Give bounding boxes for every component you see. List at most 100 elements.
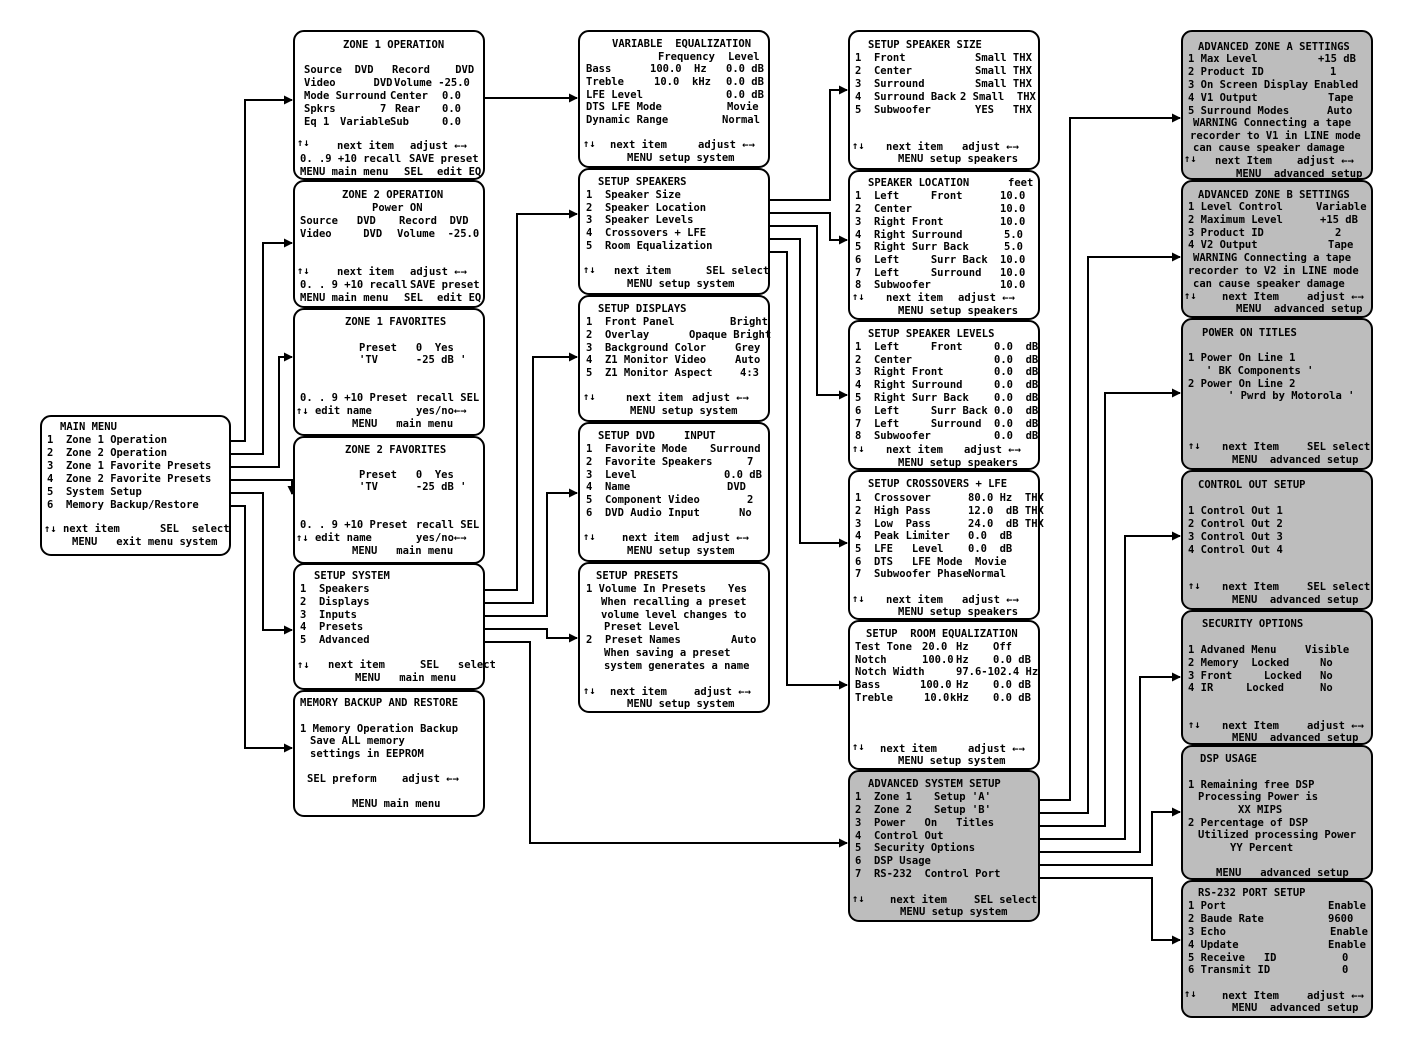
rs232-port-text: RS-232 PORT SETUP (1198, 887, 1306, 899)
power-on-titles-text: MENU advanced setup (1232, 454, 1359, 466)
rs232-port-text: 6 Transmit ID (1188, 964, 1271, 976)
connector-main-to-memory (230, 505, 293, 753)
zone1-operation-text: Record DVD (392, 64, 475, 76)
memory-backup-panel (293, 690, 485, 817)
setup-displays-text: next item (626, 392, 683, 404)
main-menu-text: 6 Memory Backup/Restore (47, 499, 199, 511)
zone1-operation-text: Variable (340, 116, 391, 128)
zone2-operation-text: MENU main menu (300, 292, 389, 304)
zone1-favorites-text: yes/no←→ (416, 405, 467, 417)
crossovers-lfe-text: next item (886, 594, 943, 606)
security-options-text: Locked (1246, 682, 1284, 694)
memory-backup-text: settings in EEPROM (310, 748, 424, 760)
variable-eq-text: Dynamic Range (586, 114, 669, 126)
advanced-system-setup-text: Setup 'B' (934, 804, 991, 816)
speaker-size-text: Small THX (975, 65, 1032, 77)
zone1-operation-text: Spkrs (304, 103, 336, 115)
rs232-port-text: 1 Port (1188, 900, 1226, 912)
advanced-system-setup-text: 7 RS-232 Control Port (855, 868, 1001, 880)
security-options-text: SECURITY OPTIONS (1202, 618, 1304, 630)
setup-system-text: 1 Speakers (300, 583, 370, 595)
variable-eq-text: Treble (586, 76, 624, 88)
zone2-operation-text: Video DVD (300, 228, 383, 240)
main-menu-text: 1 Zone 1 Operation (47, 434, 168, 446)
speaker-levels-text: 4 Right Surround (855, 379, 963, 391)
connector-speakers-to-levels (770, 225, 848, 400)
speaker-size-text: 3 Surround (855, 78, 925, 90)
variable-eq-text: 0.0 dB (726, 89, 764, 101)
room-eq-text: adjust ←→ (968, 743, 1025, 755)
zone1-operation-text: 0.0 (442, 103, 461, 115)
setup-dvd-input-text: 2 Favorite Speakers (586, 456, 713, 468)
speaker-location-text: next item (886, 292, 943, 304)
adv-zone-a-text: next Item (1215, 155, 1272, 167)
setup-dvd-input-text: INPUT (684, 430, 716, 442)
adv-zone-a-text: ↑↓ (1184, 153, 1197, 165)
adv-zone-a-text: ADVANCED ZONE A SETTINGS (1198, 41, 1350, 53)
dsp-usage-text: 1 Remaining free DSP (1188, 779, 1315, 791)
adv-zone-a-text: MENU advanced setup (1236, 168, 1363, 180)
setup-presets-text: 1 Volume In Presets (586, 583, 707, 595)
speaker-location-text: 5.0 (1004, 229, 1023, 241)
setup-system-text: MENU main menu (355, 672, 457, 684)
setup-speakers-text: MENU setup system (627, 278, 735, 290)
setup-presets-text: MENU setup system (627, 698, 735, 710)
speaker-size-text: Small THX (975, 78, 1032, 90)
adv-zone-b-panel (1181, 180, 1373, 318)
variable-eq-text: next item (610, 139, 667, 151)
speaker-levels-text: 0.0 dB (994, 354, 1039, 366)
speaker-levels-text: 3 Right Front (855, 366, 944, 378)
crossovers-lfe-text: 2 High Pass (855, 505, 931, 517)
speaker-location-text: 5.0 (1004, 241, 1023, 253)
adv-zone-b-text: 2 (1335, 227, 1342, 239)
zone2-favorites-text: recall SEL (416, 519, 480, 531)
zone2-operation-text: ↑↓ (297, 265, 310, 277)
setup-dvd-input-text: SETUP DVD (598, 430, 655, 442)
setup-dvd-input-text: 4 Name (586, 481, 631, 493)
connector-adv-to-rs232 (1040, 877, 1181, 945)
zone1-operation-text: 7 (380, 103, 387, 115)
setup-speakers-text: next item (614, 265, 671, 277)
control-out-text: 4 Control Out 4 (1188, 544, 1283, 556)
room-eq-text: 100.0 (922, 654, 954, 666)
variable-eq-text: VARIABLE EQUALIZATION (612, 38, 752, 50)
rs232-port-text: 4 Update (1188, 939, 1239, 951)
setup-dvd-input-text: DVD (727, 481, 746, 493)
dsp-usage-text: 2 Percentage of DSP (1188, 817, 1309, 829)
setup-speakers-text: 1 Speaker Size (586, 189, 681, 201)
adv-zone-a-text: +15 dB (1318, 53, 1356, 65)
security-options-panel (1181, 610, 1373, 745)
speaker-location-text: 10.0 (1000, 279, 1026, 291)
rs232-port-text: ↑↓ (1184, 988, 1197, 1000)
setup-speakers-text: SEL select (706, 265, 770, 277)
setup-system-text: next item (328, 659, 385, 671)
speaker-location-text: adjust ←→ (958, 292, 1015, 304)
advanced-system-setup-text: SEL select (974, 894, 1038, 906)
power-on-titles-text: ' Pwrd by Motorola ' (1228, 390, 1355, 402)
zone1-operation-text: adjust ←→ (410, 140, 467, 152)
control-out-panel (1181, 470, 1373, 610)
security-options-text: 1 Advaned Menu (1188, 644, 1277, 656)
rs232-port-text: adjust ←→ (1307, 990, 1364, 1002)
room-eq-text: Test Tone (855, 641, 912, 653)
adv-zone-b-text: ADVANCED ZONE B SETTINGS (1198, 189, 1350, 201)
advanced-system-setup-text: 2 Zone 2 (855, 804, 912, 816)
main-menu-text: 4 Zone 2 Favorite Presets (47, 473, 212, 485)
zone1-favorites-text: recall SEL (416, 392, 480, 404)
speaker-size-text: YES THX (975, 104, 1032, 116)
setup-system-text: 4 Presets (300, 621, 364, 633)
room-eq-text: Treble (855, 692, 893, 704)
zone2-operation-text: SEL (404, 292, 423, 304)
zone2-favorites-text: 'TV -25 dB ' (359, 481, 467, 493)
variable-eq-text: 100.0 (650, 63, 682, 75)
rs232-port-text: Enable (1330, 926, 1368, 938)
zone1-operation-text: 0.0 (442, 116, 461, 128)
adv-zone-a-panel (1181, 30, 1373, 180)
main-menu-text: 2 Zone 2 Operation (47, 447, 168, 459)
speaker-size-text: adjust ←→ (962, 141, 1019, 153)
setup-dvd-input-text: 2 (747, 494, 754, 506)
zone1-operation-text: Mode Surround (304, 90, 387, 102)
speaker-location-text: 6 Left Surr Back (855, 254, 988, 266)
setup-speakers-text: 3 Speaker Levels (586, 214, 694, 226)
